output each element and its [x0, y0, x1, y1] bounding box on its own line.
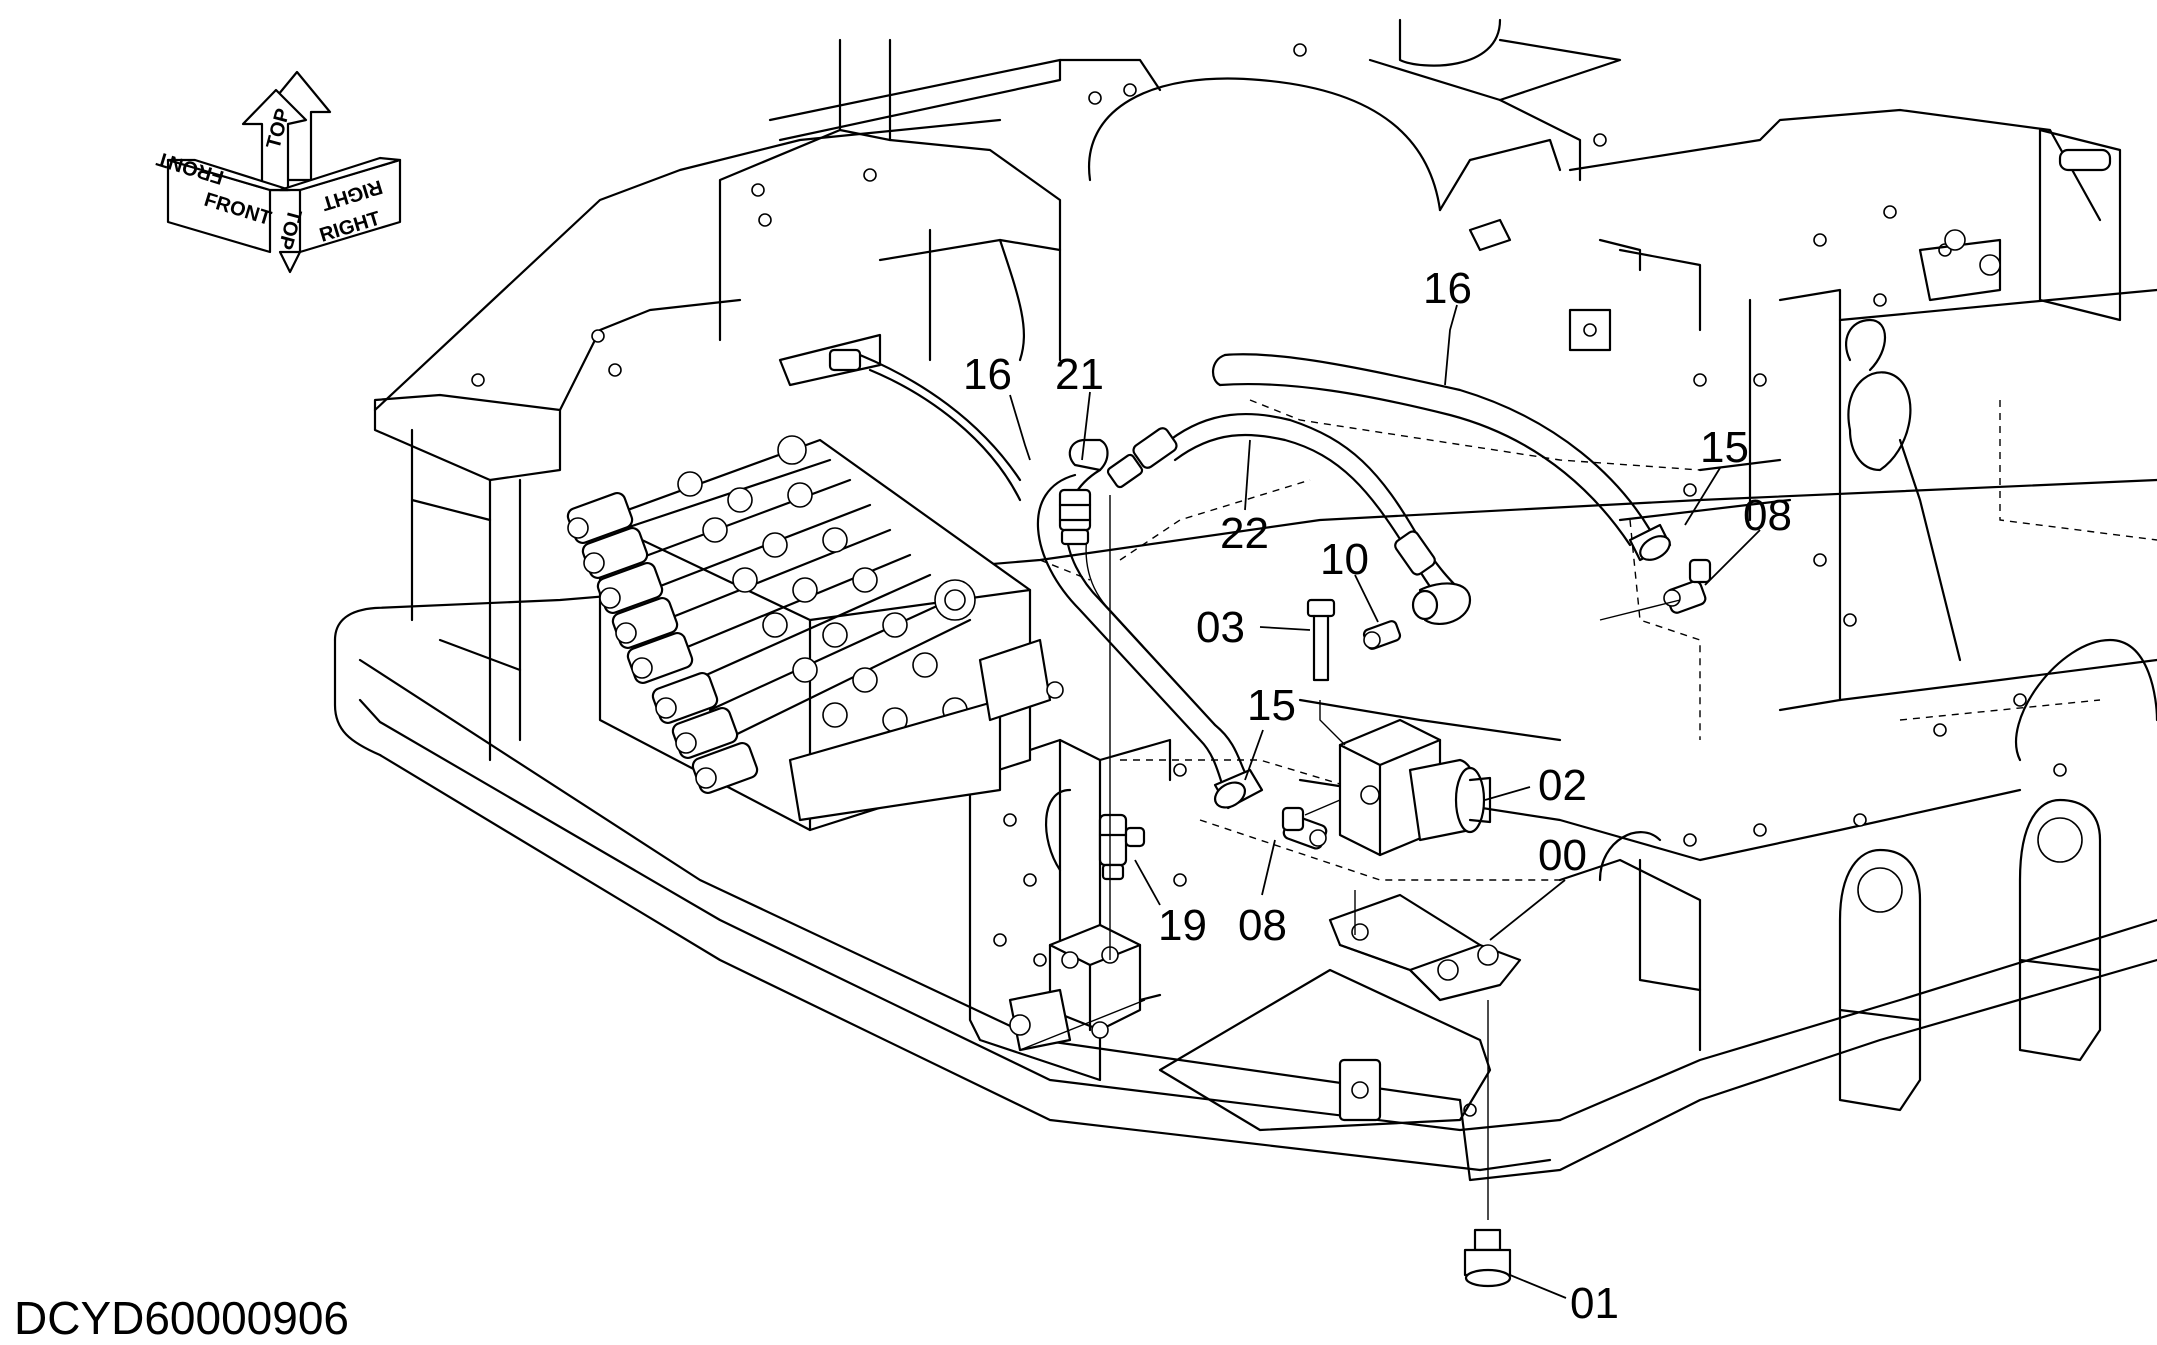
callout-16-left: 16	[963, 350, 1012, 399]
callout-08-left: 08	[1238, 901, 1287, 950]
callout-15-right: 15	[1700, 423, 1749, 472]
callout-10: 10	[1320, 535, 1369, 584]
bolt-03	[1306, 598, 1336, 682]
floor-grating	[1158, 968, 1492, 1132]
drawing-code: DCYD60000906	[14, 1292, 349, 1344]
lower-valve-block	[1008, 923, 1162, 1052]
callout-21: 21	[1055, 350, 1104, 399]
fitting-08-left	[1281, 806, 1328, 850]
callout-01: 01	[1570, 1279, 1619, 1328]
callout-02: 02	[1538, 761, 1587, 810]
tee-fitting-19	[1098, 813, 1146, 881]
hose-16-right	[1212, 353, 1672, 562]
fitting-10	[1362, 620, 1402, 650]
callout-leaders	[1009, 304, 1761, 1299]
frame-holes	[471, 43, 2067, 1117]
orientation-indicator-icon: FRONT FRONT TOP TOP RIGHT RIGHT	[154, 70, 402, 274]
callout-19: 19	[1158, 901, 1207, 950]
fitting-21	[1058, 438, 1109, 546]
bracket-00	[1328, 893, 1522, 1002]
callout-08-right: 08	[1743, 491, 1792, 540]
callout-03: 03	[1196, 603, 1245, 652]
callout-22: 22	[1220, 509, 1269, 558]
callout-16-right: 16	[1423, 264, 1472, 313]
valve-ports	[677, 435, 976, 799]
callout-15-left: 15	[1247, 681, 1296, 730]
valve-sections	[618, 458, 972, 742]
control-valve-assembly	[566, 435, 1064, 832]
pilot-lines	[778, 333, 1022, 502]
fitting-08-right	[1663, 558, 1712, 614]
valve-block-02	[1338, 718, 1492, 857]
spool-ends	[566, 491, 759, 795]
callout-00: 00	[1538, 831, 1587, 880]
hose-22	[1106, 412, 1472, 625]
callout-labels: 16 21 16 22 15 08 10 03 15 02 00 19 08 0…	[963, 264, 1792, 1328]
